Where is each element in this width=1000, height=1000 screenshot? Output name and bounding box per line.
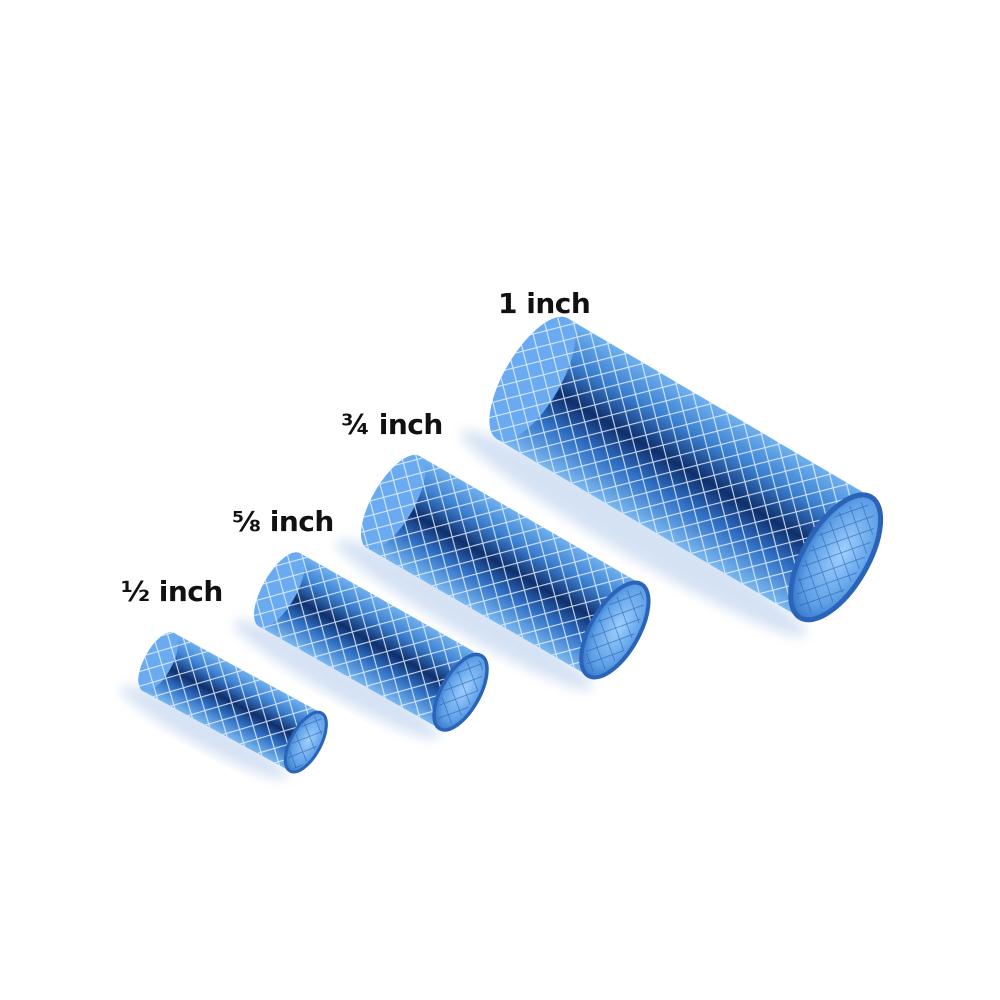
size-label-three-quarters-inch: ¾ inch: [341, 408, 443, 441]
size-label-half-inch: ½ inch: [121, 575, 223, 608]
hose-five-eighths-inch: [233, 552, 489, 740]
size-label-five-eighths-inch: ⅝ inch: [232, 505, 334, 538]
hose-one-inch: [461, 316, 884, 637]
hose-three-quarters-inch: [335, 454, 651, 691]
hose-half-inch: [120, 632, 328, 780]
size-label-one-inch: 1 inch: [498, 287, 591, 320]
